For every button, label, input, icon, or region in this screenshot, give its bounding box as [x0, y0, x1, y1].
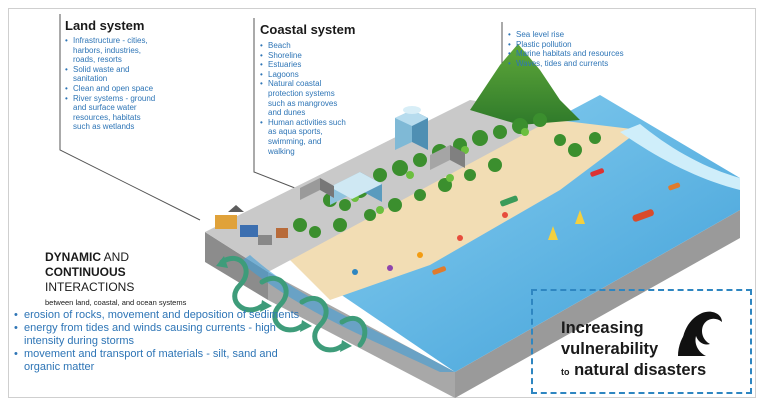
land-system-title: Land system: [65, 18, 144, 33]
ocean-item: Sea level rise: [508, 30, 678, 40]
ocean-item: Plastic pollution: [508, 40, 678, 50]
land-item: harbors, industries,: [65, 46, 200, 56]
vuln-line-1: Increasing: [561, 319, 644, 337]
land-item: resources, habitats: [65, 113, 200, 123]
land-item: Clean and open space: [65, 84, 200, 94]
vuln-to: to: [561, 367, 570, 377]
vuln-line-3: natural disasters: [574, 361, 706, 379]
interactions-subtitle: between land, coastal, and ocean systems: [45, 298, 186, 307]
coastal-item: Human activities such: [260, 118, 380, 128]
coastal-item: walking: [260, 147, 380, 157]
coastal-system-list: Beach Shoreline Estuaries Lagoons Natura…: [260, 41, 380, 156]
land-item: Solid waste and: [65, 65, 200, 75]
vuln-line-2: vulnerability: [561, 340, 658, 358]
ocean-item: Waves, tides and currents: [508, 59, 678, 69]
ocean-system-list: Sea level rise Plastic pollution Marine …: [508, 30, 678, 68]
coastal-item: Lagoons: [260, 70, 380, 80]
land-system-list: Infrastructure - cities, harbors, indust…: [65, 36, 200, 132]
coastal-item: swimming, and: [260, 137, 380, 147]
land-item: Infrastructure - cities,: [65, 36, 200, 46]
coastal-item: Estuaries: [260, 60, 380, 70]
ocean-item: Marine habitats and resources: [508, 49, 678, 59]
interaction-item: movement and transport of materials - si…: [14, 348, 304, 374]
land-item: and surface water: [65, 103, 200, 113]
land-item: roads, resorts: [65, 55, 200, 65]
coastal-system-title: Coastal system: [260, 22, 355, 37]
coastal-item: protection systems: [260, 89, 380, 99]
interaction-item: erosion of rocks, movement and depositio…: [14, 309, 304, 322]
dynamic-interactions-heading: DYNAMIC AND CONTINUOUS INTERACTIONS: [45, 250, 134, 295]
coastal-item: Beach: [260, 41, 380, 51]
interactions-list: erosion of rocks, movement and depositio…: [14, 309, 304, 374]
coastal-item: Natural coastal: [260, 79, 380, 89]
land-item: River systems - ground: [65, 94, 200, 104]
land-item: sanitation: [65, 74, 200, 84]
coastal-item: such as mangroves: [260, 99, 380, 109]
dynamic-word: DYNAMIC: [45, 250, 101, 264]
coastal-item: Shoreline: [260, 51, 380, 61]
interactions-word: INTERACTIONS: [45, 280, 134, 294]
continuous-word: CONTINUOUS: [45, 265, 126, 279]
land-item: such as wetlands: [65, 122, 200, 132]
tsunami-wave-icon: [676, 308, 724, 358]
interaction-item: energy from tides and winds causing curr…: [14, 322, 304, 348]
and-word: AND: [101, 250, 129, 264]
coastal-item: and dunes: [260, 108, 380, 118]
coastal-item: as aqua sports,: [260, 127, 380, 137]
